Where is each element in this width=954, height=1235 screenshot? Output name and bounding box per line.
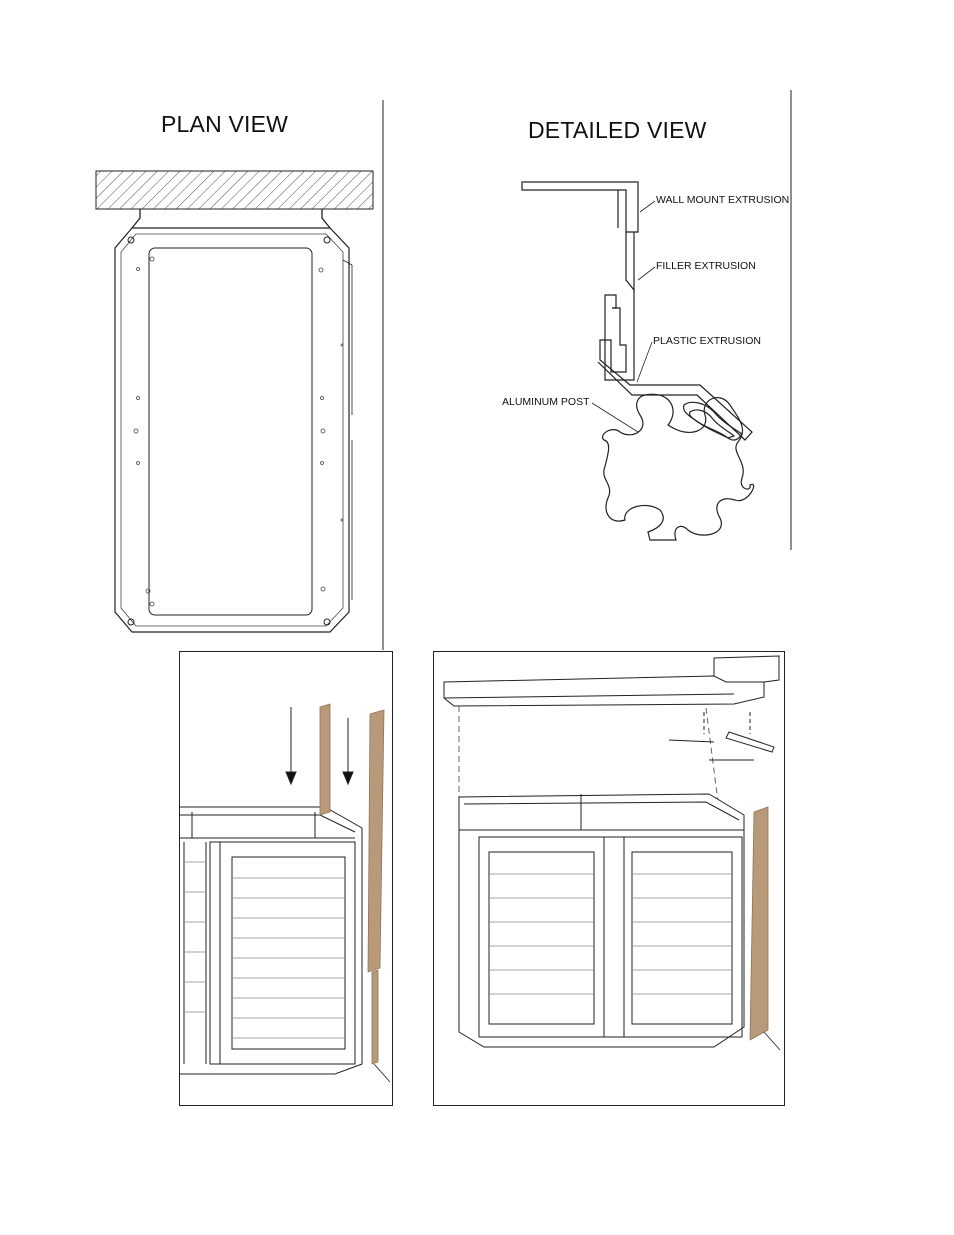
label-filler-extrusion: FILLER EXTRUSION [656, 260, 756, 272]
filler-strip-right [367, 709, 385, 973]
side-filler-strip [749, 806, 769, 1041]
plan-view-title: PLAN VIEW [161, 111, 289, 137]
countertop-mount-drawing [443, 655, 781, 1051]
filler-strip-left [319, 703, 331, 816]
cabinet-outline [114, 227, 350, 633]
inner-panel [148, 247, 313, 616]
label-wall-mount-extrusion: WALL MOUNT EXTRUSION [656, 194, 790, 206]
wall-hatch [95, 170, 374, 210]
detailed-view-title: DETAILED VIEW [528, 117, 707, 143]
label-plastic-extrusion: PLASTIC EXTRUSION [653, 335, 761, 347]
countertop-mount-illustration [433, 651, 785, 1106]
filler-install-drawing [180, 703, 391, 1083]
label-aluminum-post: ALUMINUM POST [502, 396, 590, 408]
install-filler-illustration [179, 651, 393, 1106]
